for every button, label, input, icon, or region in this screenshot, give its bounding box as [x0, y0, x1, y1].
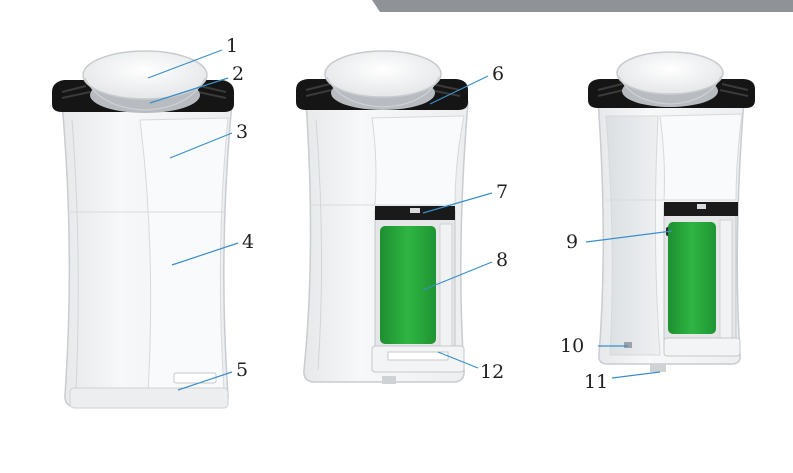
callout-6: 6 [492, 63, 504, 85]
unit1-bowl-side [84, 77, 206, 111]
unit3-bowl-side [618, 75, 722, 105]
purifier-unit-2 [296, 50, 469, 384]
callout-12: 12 [480, 361, 504, 383]
unit2-front-panel [371, 115, 465, 206]
callout-4: 4 [242, 231, 254, 253]
unit3-cap-vents [597, 83, 749, 97]
leader-line-2 [149, 77, 229, 104]
callout-2: 2 [232, 63, 244, 85]
unit2-filter [380, 226, 436, 344]
unit1-cap-vents [61, 85, 227, 99]
unit3-bowl [616, 51, 724, 95]
callout-1: 1 [226, 35, 238, 57]
leader-line-1 [147, 49, 223, 79]
unit2-control-bar-light [410, 208, 420, 213]
unit3-front-panel [659, 113, 743, 201]
callout-7: 7 [496, 181, 508, 203]
callout-5: 5 [236, 359, 248, 381]
callout-10: 10 [560, 335, 584, 357]
unit1-side-seam [71, 119, 79, 391]
unit1-base-slot [173, 372, 217, 384]
unit2-bowl [324, 50, 442, 98]
top-banner [372, 0, 793, 12]
unit3-base [663, 337, 741, 357]
unit3-port [624, 342, 632, 348]
leader-line-4 [171, 242, 239, 266]
unit3-filter-rail [719, 219, 733, 339]
leader-line-7 [422, 192, 493, 214]
unit1-front-panel [139, 117, 229, 393]
leader-line-6 [429, 75, 489, 105]
unit2-filter-rail [439, 223, 453, 351]
unit2-cap-vents [305, 83, 461, 97]
purifier-unit-1 [52, 50, 234, 409]
leader-line-3 [169, 132, 233, 159]
unit2-bowl-side [326, 76, 440, 108]
unit2-base-slot [387, 351, 449, 361]
unit3-filter [668, 222, 716, 334]
leader-line-9 [585, 230, 673, 243]
leader-line-8 [422, 261, 493, 291]
leader-line-11 [611, 371, 661, 379]
callout-3: 3 [236, 121, 248, 143]
callout-11: 11 [584, 371, 608, 393]
callout-9: 9 [566, 231, 578, 253]
unit2-foot [382, 376, 396, 384]
callout-8: 8 [496, 249, 508, 271]
purifier-unit-3 [588, 51, 755, 372]
unit1-base [69, 387, 229, 409]
leader-line-5 [177, 371, 233, 391]
unit3-foot [650, 364, 666, 372]
unit2-side-seam [315, 119, 323, 371]
leader-line-12 [437, 351, 479, 369]
unit1-bowl [82, 50, 208, 100]
unit3-control-bar-light [697, 204, 706, 209]
